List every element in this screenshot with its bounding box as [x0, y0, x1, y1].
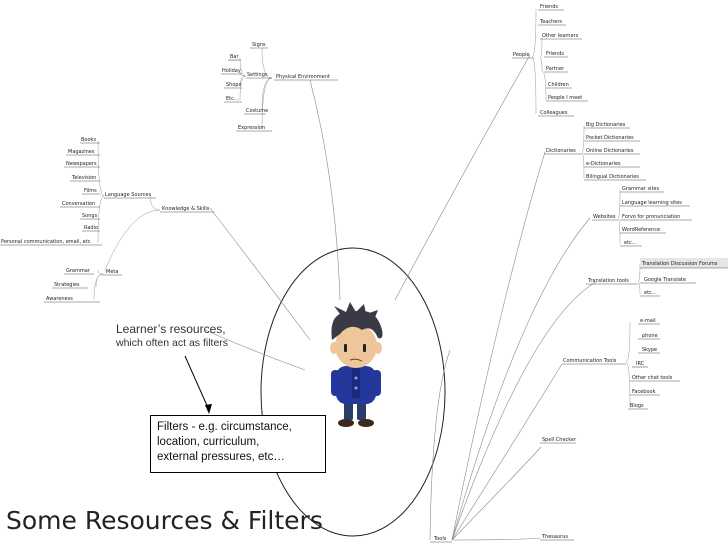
node-meta: Meta — [106, 269, 118, 275]
node-people-i-meet: People I meet — [548, 95, 582, 101]
node-websites: Websites — [593, 214, 616, 220]
node-magazines: Magazines — [68, 149, 95, 155]
node-grammar-sites: Grammar sites — [622, 186, 659, 192]
node-television: Television — [71, 175, 96, 181]
node-other-learners: Other learners — [542, 33, 579, 39]
node-tools: Tools — [433, 536, 447, 542]
people-branch: People Friends Teachers Other learners F… — [512, 4, 588, 117]
node-awareness: Awareness — [46, 296, 73, 302]
node-friends: Friends — [540, 4, 558, 10]
node-colleagues: Colleagues — [540, 110, 568, 116]
node-grammar: Grammar — [66, 268, 91, 274]
node-email: e-mail — [640, 318, 656, 324]
node-big-dictionaries: Big Dictionaries — [586, 122, 626, 128]
node-books: Books — [81, 137, 96, 143]
knowledge-branch: Knowledge & Skills Language Sources Book… — [0, 137, 214, 303]
node-online-dictionaries: Online Dictionaries — [586, 148, 634, 154]
node-partner: Partner — [546, 66, 565, 72]
node-etc-translation: etc… — [644, 290, 657, 296]
learner-resources-label: Learner’s resources, which often act as … — [116, 322, 228, 350]
node-knowledge-skills: Knowledge & Skills — [162, 206, 210, 212]
node-facebook: Facebook — [632, 389, 656, 395]
node-personal-communication: Personal communication, email, etc — [1, 239, 91, 245]
node-friends-2: Friends — [546, 51, 564, 57]
learner-character-icon — [330, 302, 383, 427]
node-etc-websites: etc… — [624, 240, 637, 246]
arrow-to-filters — [184, 355, 212, 414]
node-newspapers: Newspapers — [66, 161, 97, 167]
node-shops: Shops — [226, 82, 242, 88]
filters-box: Filters - e.g. circumstance, location, c… — [150, 415, 326, 473]
node-translation-tools: Translation tools — [587, 278, 629, 284]
node-bilingual-dictionaries: Bilingual Dictionaries — [586, 174, 639, 180]
node-dictionaries: Dictionaries — [546, 148, 576, 154]
node-language-sources: Language Sources — [105, 192, 151, 198]
node-teachers: Teachers — [539, 19, 562, 25]
node-spell-checker: Spell Checker — [542, 437, 577, 443]
node-physical-environment: Physical Environment — [276, 74, 330, 80]
node-thesaurus: Thesaurus — [541, 534, 568, 540]
node-forvo: Forvo for pronunciation — [622, 214, 680, 220]
node-films: Films — [84, 188, 97, 194]
filters-line-2: location, curriculum, — [157, 436, 260, 448]
node-people: People — [513, 52, 530, 58]
node-costume: Costume — [246, 108, 268, 114]
node-songs: Songs — [82, 213, 98, 219]
learner-resources-line1: Learner’s resources, — [116, 322, 226, 336]
node-communication-tools: Communication Tools — [563, 358, 617, 364]
node-pocket-dictionaries: Pocket Dictionaries — [586, 135, 634, 141]
page-title: Some Resources & Filters — [6, 506, 323, 535]
node-blogs: Blogs — [630, 403, 644, 409]
filters-line-1: Filters - e.g. circumstance, — [157, 421, 292, 433]
node-phone: phone — [642, 333, 658, 339]
node-translation-forums: Translation Discussion Forums — [641, 261, 718, 267]
node-holiday: Holiday — [222, 68, 241, 74]
learner-resources-line2: which often act as filters — [116, 337, 229, 349]
node-google-translate: Google Translate — [644, 277, 686, 283]
node-wordreference: WordReference — [622, 227, 660, 233]
node-expression: Expression — [238, 125, 265, 131]
node-conversation: Conversation — [62, 201, 95, 207]
node-strategies: Strategies — [54, 282, 80, 288]
node-irc: IRC — [636, 361, 645, 367]
node-signs: Signs — [252, 42, 266, 48]
node-children: Children — [548, 82, 569, 88]
node-bar: Bar — [230, 54, 239, 60]
node-skype: Skype — [642, 347, 657, 353]
node-e-dictionaries: e-Dictionaries — [586, 161, 621, 167]
node-other-chat-tools: Other chat tools — [632, 375, 673, 381]
main-branches — [204, 54, 531, 541]
physical-branch: Physical Environment Settings Signs Bar … — [221, 42, 338, 132]
node-etc-physical: Etc… — [226, 96, 239, 102]
node-settings: Settings — [247, 72, 268, 78]
node-highlight-forums — [640, 258, 728, 268]
node-radio: Radio — [84, 225, 98, 231]
node-language-learning-sites: Language learning sites — [622, 200, 682, 206]
tools-branch: Tools Dictionaries Big Dictionaries Pock… — [430, 122, 728, 543]
center-ellipse — [260, 247, 446, 537]
filters-line-3: external pressures, etc… — [157, 451, 285, 463]
